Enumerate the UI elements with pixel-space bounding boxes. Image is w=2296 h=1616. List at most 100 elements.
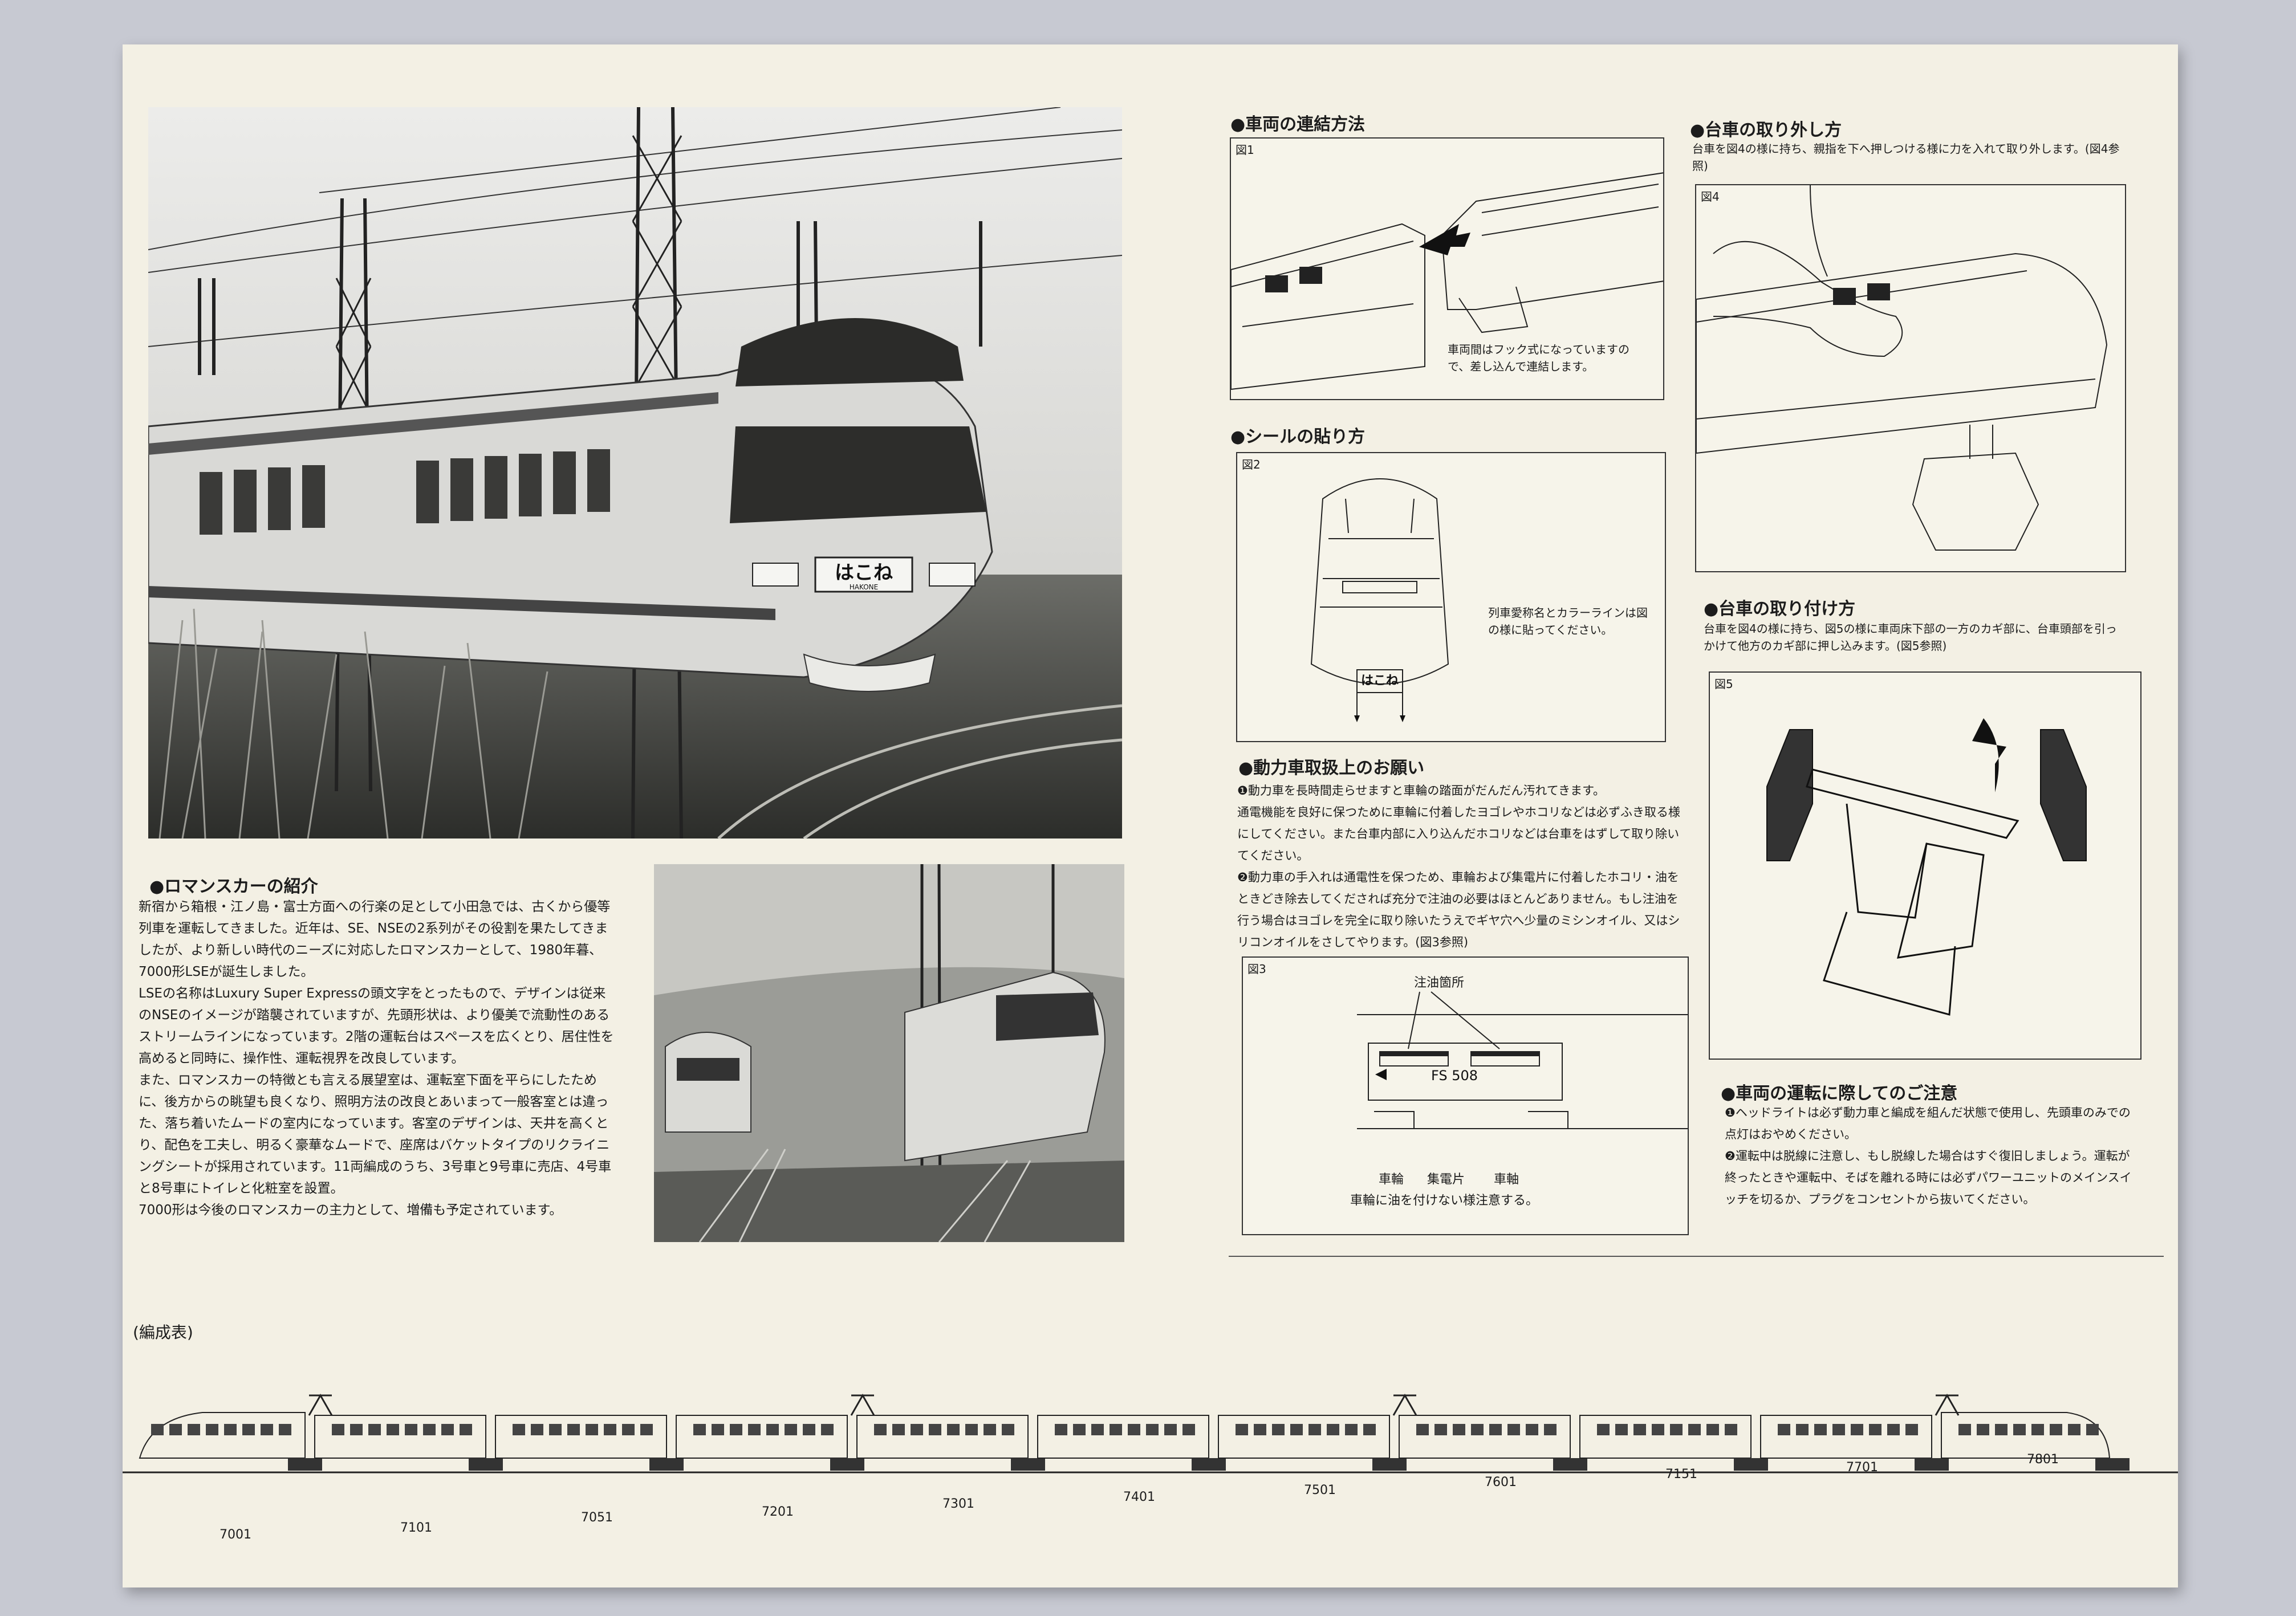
axle-label: 車軸 [1494, 1173, 1519, 1187]
car-window [604, 1424, 616, 1435]
car-window [169, 1424, 182, 1435]
car-window [1652, 1424, 1664, 1435]
car-window [1869, 1424, 1881, 1435]
second-photo-illustration [654, 864, 1124, 1242]
model-number: FS 508 [1431, 1068, 1478, 1084]
oil-point-label: 注油箇所 [1414, 976, 1465, 990]
car-window [1435, 1424, 1447, 1435]
power-car-heading: ●動力車取扱上のお願い [1238, 758, 1425, 778]
main-train-photo: はこね HAKONE [148, 107, 1122, 838]
car-window [947, 1424, 960, 1435]
car-window [984, 1424, 996, 1435]
car-window [2068, 1424, 2080, 1435]
operation-heading: ●車両の運転に際してのご注意 [1721, 1084, 1958, 1104]
operation-body: ❶ヘッドライトは必ず動力車と編成を組んだ状態で使用し、先頭車のみでの点灯はおやめ… [1725, 1102, 2135, 1210]
intro-paragraph: また、ロマンスカーの特徴とも言える展望室は、運転室下面を平らにしたために、後方か… [139, 1073, 612, 1196]
car-window [766, 1424, 779, 1435]
car-window [821, 1424, 834, 1435]
car-window [1091, 1424, 1104, 1435]
figure-1-label: 図1 [1236, 143, 1254, 157]
second-train-photo [654, 864, 1124, 1242]
car-window [1416, 1424, 1429, 1435]
bogie-install-text: 台車を図4の様に持ち、図5の様に車両床下部の一方のカギ部に、台車頭部を引っかけて… [1704, 622, 2117, 653]
bogie-install-heading: ●台車の取り付け方 [1704, 599, 1856, 619]
car-window [242, 1424, 255, 1435]
car-number-7301: 7301 [942, 1497, 974, 1511]
pantograph [850, 1393, 875, 1416]
formation-car [676, 1415, 848, 1459]
car-window [1363, 1424, 1376, 1435]
car-number-7051: 7051 [581, 1511, 613, 1525]
figure-2-label: 図2 [1242, 458, 1261, 471]
car-number-7001: 7001 [220, 1528, 251, 1542]
car-window [224, 1424, 237, 1435]
car-window [1905, 1424, 1918, 1435]
car-number-7401: 7401 [1123, 1490, 1155, 1504]
main-photo-illustration: はこね HAKONE [148, 107, 1122, 838]
car-window [2013, 1424, 2026, 1435]
car-bogie [1011, 1458, 1045, 1471]
car-bogie [1553, 1458, 1587, 1471]
section-divider [1229, 1256, 2164, 1257]
car-window [531, 1424, 543, 1435]
car-bogie [1915, 1458, 1949, 1471]
car-window [1688, 1424, 1701, 1435]
car-window [188, 1424, 200, 1435]
formation-car [856, 1415, 1029, 1459]
car-window [1778, 1424, 1790, 1435]
destination-sign: はこね [835, 561, 893, 584]
car-window [1796, 1424, 1809, 1435]
car-number-7501: 7501 [1304, 1483, 1336, 1497]
car-window [279, 1424, 291, 1435]
car-bogie [2095, 1458, 2130, 1471]
car-window [874, 1424, 887, 1435]
seal-sign-text: はこね [1361, 674, 1399, 688]
car-window [1110, 1424, 1122, 1435]
seal-heading: ●シールの貼り方 [1230, 427, 1366, 447]
car-bogie [830, 1458, 864, 1471]
car-bogie [1192, 1458, 1226, 1471]
car-window [1073, 1424, 1086, 1435]
car-window [1327, 1424, 1339, 1435]
seal-caption: 列車愛称名とカラーラインは図の様に貼ってください。 [1488, 606, 1648, 637]
car-number-7101: 7101 [400, 1521, 432, 1535]
figure-5: 図5 [1709, 671, 2141, 1060]
car-window [387, 1424, 399, 1435]
car-bogie [1372, 1458, 1407, 1471]
car-bogie [288, 1458, 322, 1471]
car-window [1526, 1424, 1538, 1435]
car-window [1544, 1424, 1557, 1435]
figure-2: 図2 はこね 列車愛称名とカラーラインは図の様に貼ってください。 [1236, 452, 1666, 742]
car-number-7151: 7151 [1665, 1467, 1697, 1481]
intro-heading: ●ロマンスカーの紹介 [149, 877, 318, 897]
car-window [1977, 1424, 1989, 1435]
figure-4-label: 図4 [1701, 190, 1720, 203]
wheel-label: 車輪 [1379, 1173, 1404, 1187]
car-window [911, 1424, 923, 1435]
car-window [2050, 1424, 2062, 1435]
oiling-warning: 車輪に油を付けない様注意する。 [1350, 1194, 1539, 1208]
car-window [1055, 1424, 1067, 1435]
car-window [1146, 1424, 1159, 1435]
formation-car [1218, 1415, 1390, 1459]
bogie-removal-heading: ●台車の取り外し方 [1690, 120, 1842, 140]
formation-car [495, 1415, 667, 1459]
bogie-removal-text: 台車を図4の様に持ち、親指を下へ押しつける様に力を入れて取り外します。(図4参照… [1692, 142, 2120, 173]
formation-heading: (編成表) [133, 1323, 193, 1342]
intro-paragraph: LSEの名称はLuxury Super Expressの頭文字をとったもので、デ… [139, 986, 614, 1066]
pantograph [1392, 1393, 1417, 1416]
car-window [1128, 1424, 1140, 1435]
car-window [1236, 1424, 1248, 1435]
car-window [567, 1424, 580, 1435]
car-window [350, 1424, 363, 1435]
oiling-drawing: FS 508 [1357, 991, 1688, 1129]
power-car-item: ❷動力車の手入れは通電性を保つため、車輪および集電片に付着したホコリ・油をときど… [1237, 870, 1680, 949]
car-window [441, 1424, 454, 1435]
car-window [622, 1424, 635, 1435]
car-window [1706, 1424, 1719, 1435]
car-window [1254, 1424, 1266, 1435]
car-number-7701: 7701 [1846, 1460, 1878, 1475]
figure-3-label: 図3 [1247, 962, 1266, 976]
pantograph [1935, 1393, 1960, 1416]
car-window [1002, 1424, 1014, 1435]
